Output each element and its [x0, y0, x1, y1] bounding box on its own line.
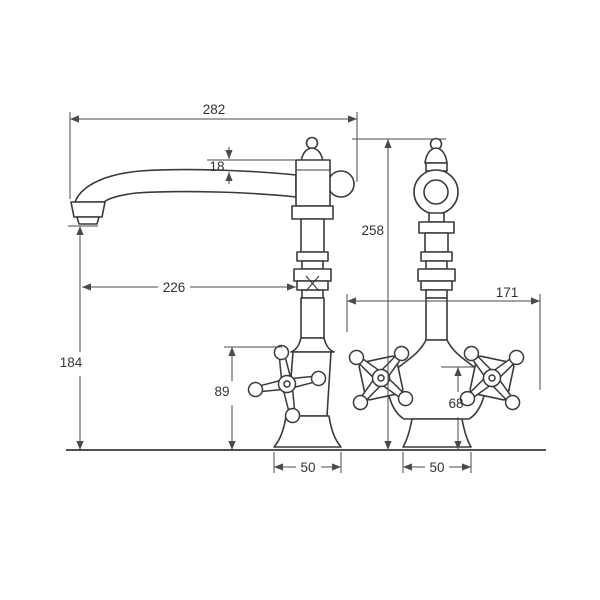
- spout-ring-outer: [413, 169, 459, 215]
- dim-base-width-left: 50: [273, 452, 342, 475]
- dim-handle-top-height: 89: [214, 346, 282, 450]
- base-skirt-right: [402, 418, 472, 448]
- bead-ring: [425, 289, 448, 299]
- dim-spout-tube: 18: [207, 147, 296, 184]
- dim-base-width-right: 50: [402, 452, 472, 475]
- dim-spout-projection: 226: [82, 280, 296, 295]
- bead-ring: [417, 268, 456, 282]
- dim-base-width-right-label: 50: [429, 460, 444, 475]
- column-flare: [290, 337, 335, 353]
- bead-ring: [425, 260, 448, 270]
- column-upper: [424, 232, 449, 253]
- dimensions: 282 18 258 226 184 171: [60, 102, 541, 475]
- dim-spout-clearance-height: 184: [60, 225, 98, 450]
- dim-handle-top-height-label: 89: [214, 384, 229, 399]
- dim-handle-center-height: 68: [441, 366, 476, 450]
- column-rings-right: [417, 251, 456, 299]
- bead-ring: [296, 280, 329, 291]
- bead-ring: [296, 251, 329, 262]
- dim-handle-span-label: 171: [496, 285, 519, 300]
- column-flange: [418, 221, 455, 234]
- finial-dome: [424, 147, 448, 164]
- spout: [74, 168, 297, 203]
- spout-aerator: [70, 201, 106, 218]
- neck-lower: [428, 212, 445, 223]
- spout-joint-ball: [327, 170, 355, 198]
- column-upper: [300, 218, 325, 253]
- column-rings-left: [293, 251, 332, 299]
- column-flange: [291, 205, 334, 220]
- dim-spout-projection-label: 226: [163, 280, 186, 295]
- dim-base-width-left-label: 50: [300, 460, 315, 475]
- bead-ring: [293, 268, 332, 282]
- column-lower: [425, 297, 448, 341]
- bead-ring: [420, 251, 453, 262]
- faucet-front-view: [325, 137, 548, 448]
- faucet-side-view: [70, 136, 355, 448]
- column-ornament: [305, 275, 320, 292]
- dim-spout-clearance-label: 184: [60, 355, 83, 370]
- dim-handle-span: 171: [346, 285, 541, 390]
- dim-overall-height: 258: [352, 138, 446, 450]
- dim-spout-reach-label: 282: [203, 102, 226, 117]
- bead-ring: [420, 280, 453, 291]
- column-lower: [300, 297, 325, 339]
- finial-ball: [305, 136, 319, 150]
- base-skirt-left: [273, 415, 342, 448]
- dim-spout-tube-label: 18: [209, 159, 224, 174]
- bead-ring: [301, 289, 324, 299]
- dim-spout-reach: 282: [69, 102, 358, 199]
- finial-dome: [300, 147, 324, 163]
- dim-handle-center-height-label: 68: [448, 396, 463, 411]
- bead-ring: [301, 260, 324, 270]
- spout-ring-inner: [423, 179, 449, 205]
- spout-joint-body: [295, 159, 331, 207]
- dim-overall-height-label: 258: [361, 223, 384, 238]
- spout-tip: [76, 216, 100, 225]
